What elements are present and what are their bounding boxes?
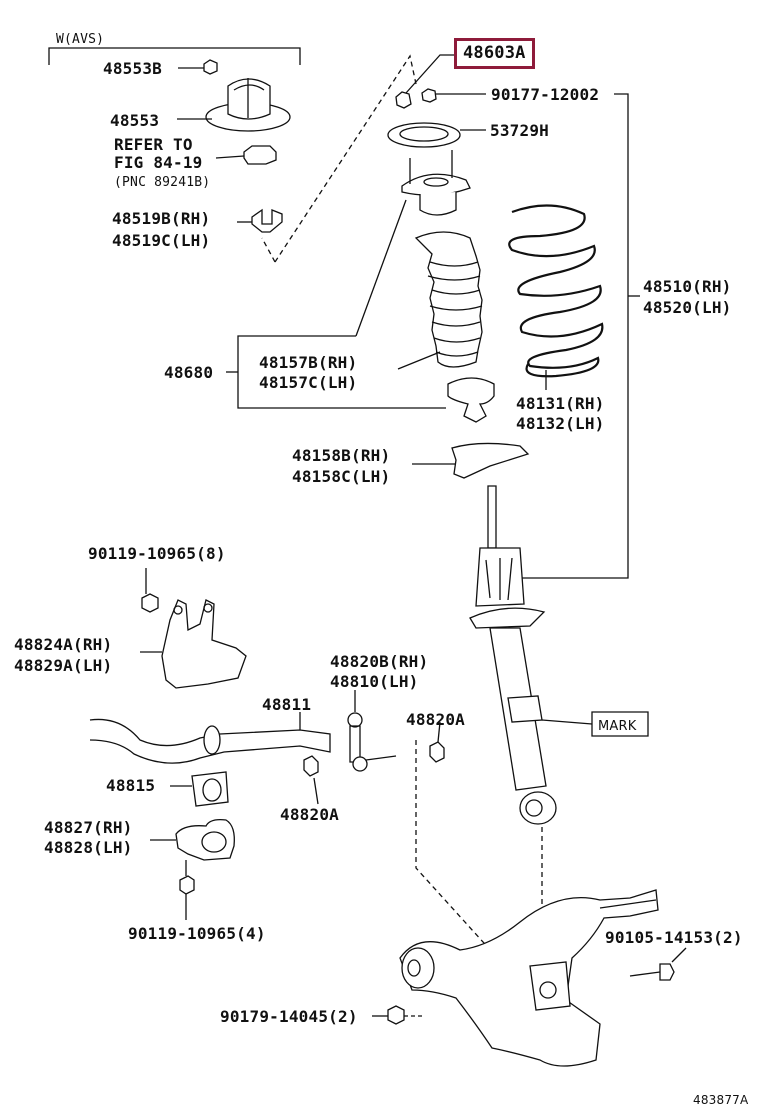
label-48158c: 48158C(LH)	[292, 467, 391, 486]
mark-callout	[592, 712, 648, 736]
nut-48820a-left	[304, 756, 318, 804]
bushing-48815	[170, 772, 228, 806]
nut-48820a-right	[430, 722, 444, 762]
nut-90177	[422, 89, 486, 102]
group-48680	[226, 200, 446, 408]
label-48157b: 48157B(RH)	[259, 353, 358, 372]
lower-arm	[400, 890, 658, 1066]
bolt-90119-top	[142, 568, 158, 612]
label-48132: 48132(LH)	[516, 414, 605, 433]
avs-bracket	[49, 48, 300, 65]
label-90119-4: 90119-10965(4)	[128, 924, 266, 943]
label-w-avs: W(AVS)	[56, 32, 105, 47]
label-48828: 48828(LH)	[44, 838, 133, 857]
label-48820a-top: 48820A	[406, 710, 465, 729]
nut-48553b	[178, 60, 217, 74]
label-48553: 48553	[110, 111, 160, 130]
label-fig: FIG 84-19	[114, 153, 203, 172]
label-48680: 48680	[164, 363, 214, 382]
label-48810: 48810(LH)	[330, 672, 419, 691]
label-48510: 48510(RH)	[643, 277, 732, 296]
bracket-48824a	[140, 600, 246, 688]
label-48827: 48827(RH)	[44, 818, 133, 837]
bracket-48519	[237, 210, 282, 232]
stabilizer-link	[348, 690, 396, 771]
label-48820b: 48820B(RH)	[330, 652, 429, 671]
assembly-bracket	[512, 94, 640, 578]
label-48157c: 48157C(LH)	[259, 373, 358, 392]
label-48131: 48131(RH)	[516, 394, 605, 413]
nut-90179	[372, 1006, 422, 1024]
label-48820a-bottom: 48820A	[280, 805, 339, 824]
plate-53729h	[388, 123, 486, 147]
coil-spring	[509, 205, 602, 390]
bracket-48827	[150, 820, 234, 860]
label-90179: 90179-14045(2)	[220, 1007, 358, 1026]
label-48519b: 48519B(RH)	[112, 209, 211, 228]
label-48519c: 48519C(LH)	[112, 231, 211, 250]
bolt-90105	[630, 948, 686, 980]
label-48553b: 48553B	[103, 59, 162, 78]
seat-48158	[412, 443, 528, 478]
label-refer-to: REFER TO	[114, 135, 193, 154]
stabilizer-bar	[90, 712, 330, 763]
upper-mount	[402, 150, 470, 215]
label-48829a: 48829A(LH)	[14, 656, 113, 675]
boot-48157	[398, 232, 482, 369]
label-53729h: 53729H	[490, 121, 549, 140]
bump-stop	[448, 378, 494, 422]
shock-absorber	[470, 486, 592, 824]
bolt-90119-bottom	[180, 860, 194, 920]
label-48603a-highlighted[interactable]: 48603A	[454, 38, 535, 69]
actuator-48553	[177, 78, 290, 131]
connector	[216, 146, 276, 164]
label-48824a: 48824A(RH)	[14, 635, 113, 654]
dashed-leaders	[262, 56, 542, 985]
label-48815: 48815	[106, 776, 156, 795]
figure-id: 483877A	[693, 1093, 749, 1107]
label-mark: MARK	[598, 719, 637, 734]
nut-48603a	[396, 55, 455, 108]
label-48811: 48811	[262, 695, 312, 714]
label-48520: 48520(LH)	[643, 298, 732, 317]
label-90177: 90177-12002	[491, 85, 600, 104]
label-48158b: 48158B(RH)	[292, 446, 391, 465]
label-90119-8: 90119-10965(8)	[88, 544, 226, 563]
label-90105: 90105-14153(2)	[605, 928, 743, 947]
label-pnc: (PNC 89241B)	[114, 175, 211, 190]
